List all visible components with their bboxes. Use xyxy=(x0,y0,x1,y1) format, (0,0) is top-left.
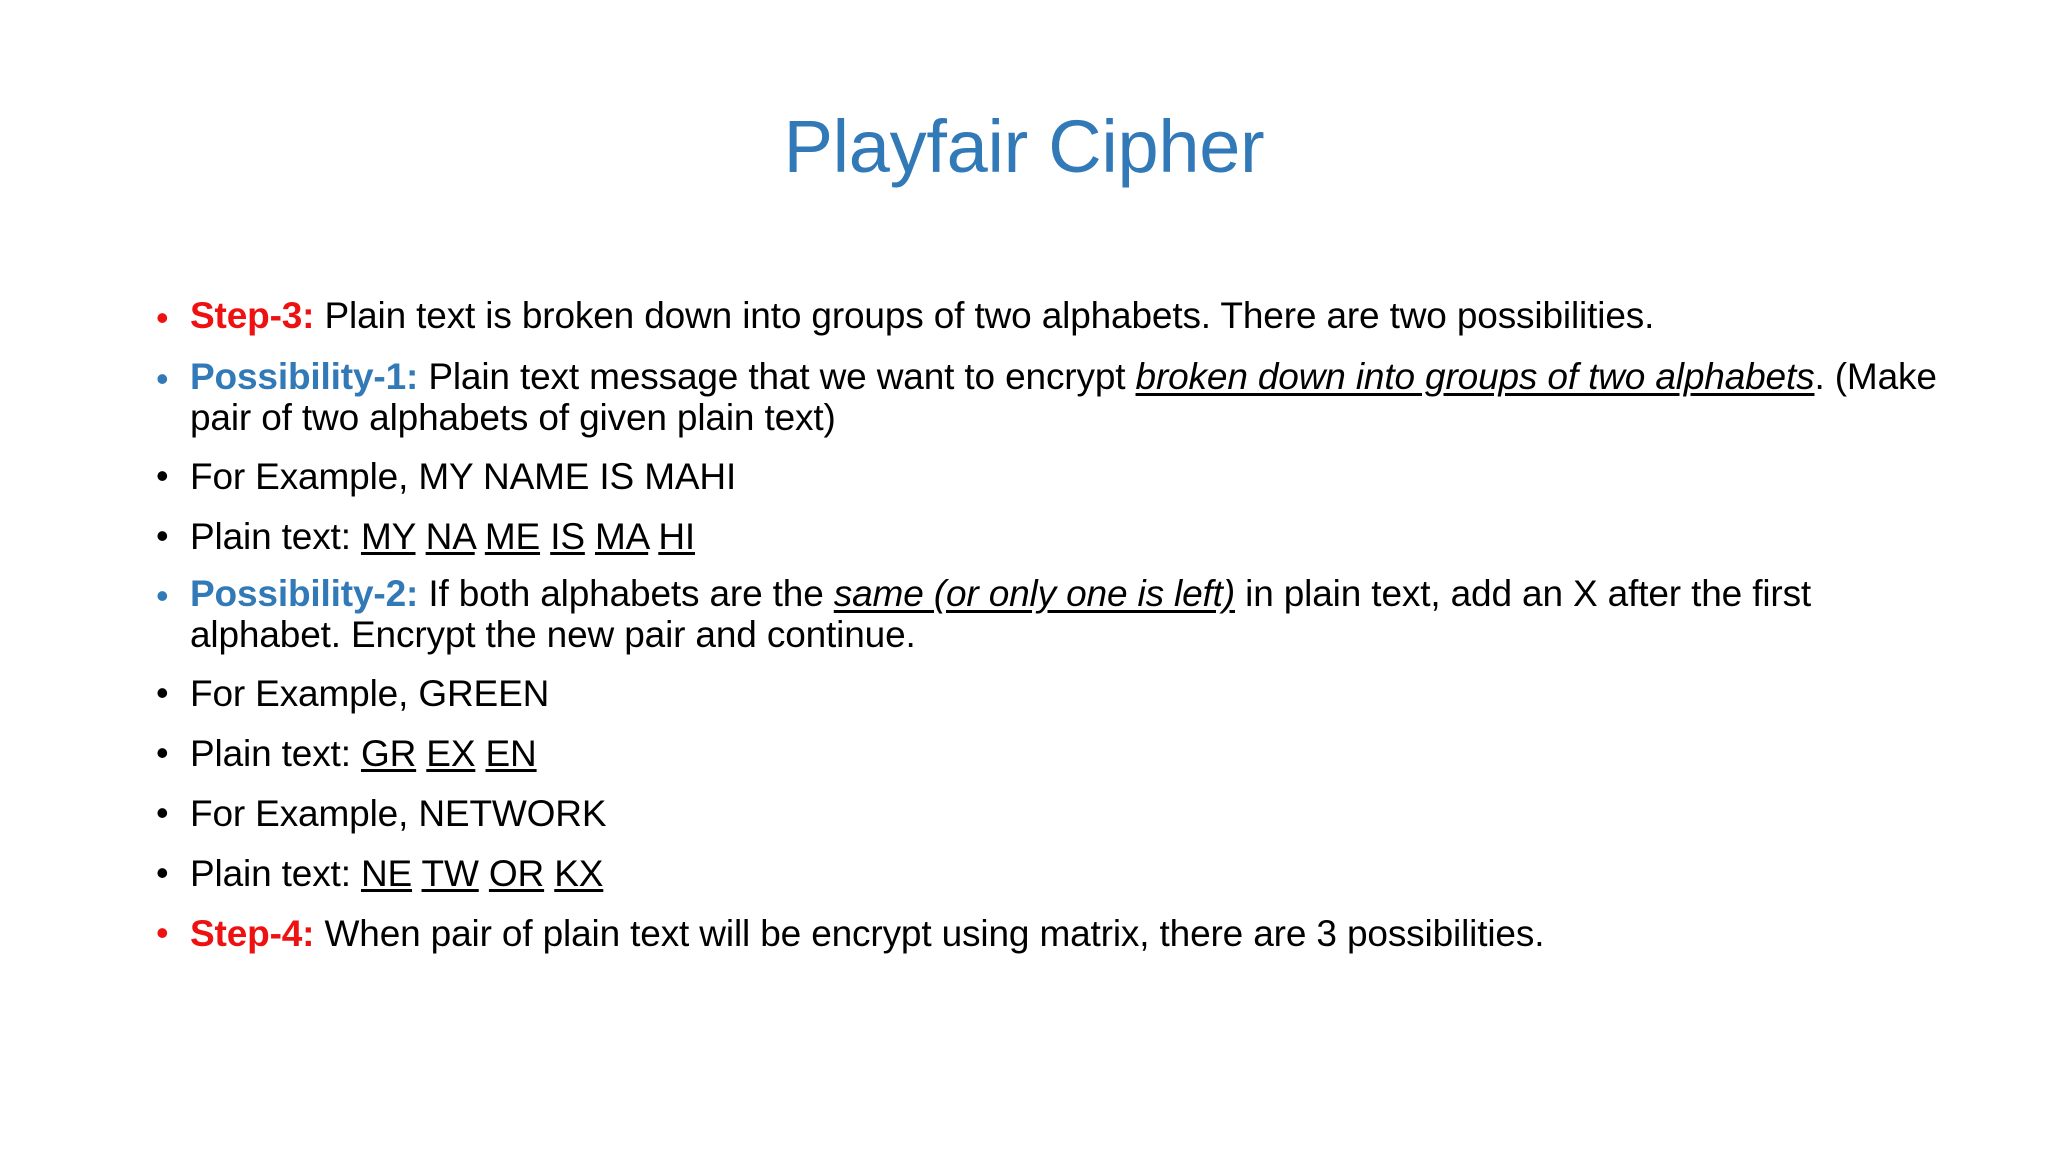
bullet-dot-icon: • xyxy=(156,514,169,556)
example1-text: For Example, MY NAME IS MAHI xyxy=(190,455,737,497)
possibility2-part2: in plain text, add an X after the first … xyxy=(190,572,1812,656)
bullet-dot-icon: • xyxy=(156,731,169,773)
letter-pair: KX xyxy=(554,853,604,895)
step3-label: Step-3: xyxy=(190,295,315,336)
list-item-possibility2[interactable]: • Possibility-2: If both alphabets are t… xyxy=(152,573,1942,656)
plaintext1-pairs: MY NA ME IS MA HI xyxy=(361,516,695,557)
bullet-dot-icon: • xyxy=(156,574,169,616)
letter-pair: NA xyxy=(425,515,475,557)
letter-pair: EN xyxy=(485,732,537,774)
list-item-text: Possibility-2: If both alphabets are the… xyxy=(190,573,1942,656)
list-item-plaintext3[interactable]: • Plain text: NE TW OR KX xyxy=(152,850,1942,898)
letter-pair: EX xyxy=(426,732,476,774)
list-item-example1[interactable]: • For Example, MY NAME IS MAHI xyxy=(152,453,1942,501)
letter-pair: ME xyxy=(484,515,541,557)
bullet-dot-icon: • xyxy=(156,912,169,954)
letter-pair: TW xyxy=(421,853,479,895)
bullet-dot-icon: • xyxy=(156,454,169,496)
plaintext2-label: Plain text: xyxy=(190,732,361,774)
possibility2-emphasis: same (or only one is left) xyxy=(833,572,1235,614)
list-item-text: Possibility-1: Plain text message that w… xyxy=(190,356,1942,439)
plaintext2-pairs: GR EX EN xyxy=(361,733,537,774)
list-item-text: Plain text: NE TW OR KX xyxy=(190,850,1942,898)
possibility1-part2: . (Make pair of two alphabets of given p… xyxy=(190,355,1937,439)
list-item-plaintext1[interactable]: • Plain text: MY NA ME IS MA HI xyxy=(152,513,1942,561)
letter-pair: NE xyxy=(360,853,413,895)
step4-label: Step-4: xyxy=(190,913,315,955)
plaintext3-pairs: NE TW OR KX xyxy=(360,853,604,895)
list-item-text: Step-4: When pair of plain text will be … xyxy=(190,910,1942,958)
plaintext1-label: Plain text: xyxy=(190,515,361,557)
list-item-text: Step-3: Plain text is broken down into g… xyxy=(190,295,1942,336)
list-item-plaintext2[interactable]: • Plain text: GR EX EN xyxy=(152,730,1942,778)
possibility1-label: Possibility-1: xyxy=(190,355,419,397)
example3-text: For Example, NETWORK xyxy=(190,792,607,834)
list-item-example2[interactable]: • For Example, GREEN xyxy=(152,670,1942,718)
example2-text: For Example, GREEN xyxy=(190,672,550,714)
bullet-dot-icon: • xyxy=(156,357,169,399)
step4-body: When pair of plain text will be encrypt … xyxy=(314,913,1545,955)
bullet-dot-icon: • xyxy=(156,852,169,894)
bullet-dot-icon: • xyxy=(156,791,169,833)
plaintext3-label: Plain text: xyxy=(190,853,361,895)
letter-pair: IS xyxy=(550,515,585,557)
letter-pair: OR xyxy=(488,853,545,895)
bullet-dot-icon: • xyxy=(156,671,169,713)
letter-pair: GR xyxy=(360,732,417,774)
list-item-text: Plain text: GR EX EN xyxy=(190,730,1942,778)
letter-pair: MA xyxy=(595,515,649,557)
letter-pair: HI xyxy=(658,515,696,557)
list-item-text: Plain text: MY NA ME IS MA HI xyxy=(190,513,1942,561)
list-item-example3[interactable]: • For Example, NETWORK xyxy=(152,790,1942,838)
step3-body: Plain text is broken down into groups of… xyxy=(314,295,1655,336)
possibility2-label: Possibility-2: xyxy=(190,572,419,614)
page-title: Playfair Cipher xyxy=(783,105,1265,188)
letter-pair: MY xyxy=(360,515,416,557)
list-item-step3[interactable]: • Step-3: Plain text is broken down into… xyxy=(152,295,1942,342)
list-item-step4[interactable]: • Step-4: When pair of plain text will b… xyxy=(152,910,1942,958)
bullet-dot-icon: • xyxy=(156,297,169,338)
slide-body-list: • Step-3: Plain text is broken down into… xyxy=(152,295,1942,966)
possibility1-part1: Plain text message that we want to encry… xyxy=(418,355,1136,397)
possibility1-emphasis: broken down into groups of two alphabets xyxy=(1135,355,1815,397)
possibility2-part1: If both alphabets are the xyxy=(418,572,834,614)
list-item-possibility1[interactable]: • Possibility-1: Plain text message that… xyxy=(152,356,1942,439)
